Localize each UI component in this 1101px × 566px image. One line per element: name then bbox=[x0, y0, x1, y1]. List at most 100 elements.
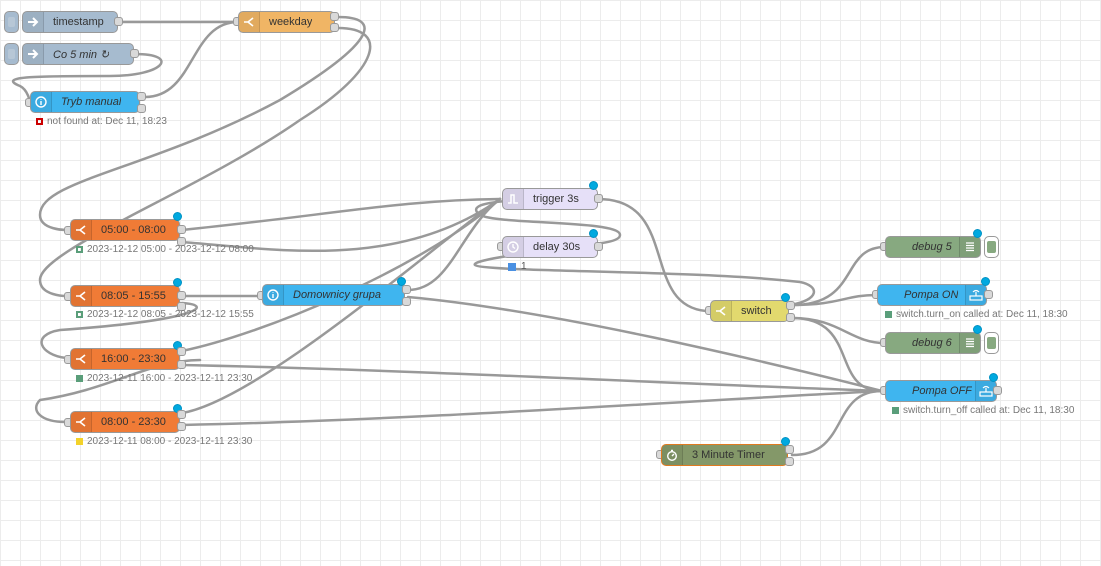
changed-indicator bbox=[397, 277, 406, 286]
info-icon bbox=[31, 92, 52, 112]
switch-icon bbox=[71, 349, 92, 369]
node-label: delay 30s bbox=[533, 241, 581, 253]
wire bbox=[180, 197, 502, 353]
ha-state-node-tryb-manual[interactable]: Tryb manual bbox=[30, 91, 140, 113]
inject-node-timestamp[interactable]: timestamp bbox=[22, 11, 118, 33]
output-port[interactable] bbox=[984, 290, 993, 299]
timer-node[interactable]: 3 Minute Timer bbox=[661, 444, 788, 466]
router-icon bbox=[975, 381, 996, 401]
wire bbox=[180, 363, 884, 393]
debug-toggle-button[interactable] bbox=[984, 332, 999, 354]
stopwatch-icon bbox=[662, 445, 683, 465]
output-port[interactable] bbox=[177, 302, 186, 311]
timer-icon bbox=[503, 237, 524, 257]
output-port[interactable] bbox=[785, 457, 794, 466]
node-status: 2023-12-11 16:00 - 2023-12-11 23:30 bbox=[76, 373, 252, 384]
ha-service-node-pompa-off[interactable]: Pompa OFF bbox=[885, 380, 997, 402]
output-port[interactable] bbox=[786, 301, 795, 310]
status-text: 2023-12-12 08:05 - 2023-12-12 15:55 bbox=[87, 309, 254, 320]
output-port[interactable] bbox=[177, 360, 186, 369]
status-indicator bbox=[76, 311, 83, 318]
node-status: 1 bbox=[508, 261, 527, 272]
switch-icon bbox=[71, 412, 92, 432]
delay-node[interactable]: delay 30s bbox=[502, 236, 598, 258]
node-label: Pompa ON bbox=[904, 289, 959, 301]
arrow-right-icon bbox=[23, 12, 44, 32]
inject-button[interactable] bbox=[4, 11, 19, 33]
output-port[interactable] bbox=[330, 12, 339, 21]
node-status: not found at: Dec 11, 18:23 bbox=[36, 116, 167, 127]
node-label: switch bbox=[741, 305, 772, 317]
output-port[interactable] bbox=[330, 23, 339, 32]
time-range-node[interactable]: 05:00 - 08:00 bbox=[70, 219, 180, 241]
status-indicator bbox=[885, 311, 892, 318]
wire bbox=[406, 197, 502, 292]
output-port[interactable] bbox=[114, 17, 123, 26]
trigger-node[interactable]: trigger 3s bbox=[502, 188, 598, 210]
changed-indicator bbox=[973, 325, 982, 334]
changed-indicator bbox=[781, 293, 790, 302]
switch-icon bbox=[71, 220, 92, 240]
node-label: trigger 3s bbox=[533, 193, 579, 205]
node-label: Domownicy grupa bbox=[293, 289, 382, 301]
output-port[interactable] bbox=[785, 445, 794, 454]
node-status: 2023-12-12 05:00 - 2023-12-12 08:00 bbox=[76, 244, 254, 255]
info-icon bbox=[263, 285, 284, 305]
ha-state-node-domownicy-grupa[interactable]: Domownicy grupa bbox=[262, 284, 405, 306]
output-port[interactable] bbox=[594, 242, 603, 251]
status-indicator bbox=[892, 407, 899, 414]
status-indicator bbox=[36, 118, 43, 125]
node-label: Tryb manual bbox=[61, 96, 122, 108]
output-port[interactable] bbox=[177, 410, 186, 419]
status-text: not found at: Dec 11, 18:23 bbox=[47, 116, 167, 127]
changed-indicator bbox=[589, 229, 598, 238]
output-port[interactable] bbox=[402, 285, 411, 294]
inject-node-co-5-min[interactable]: Co 5 min ↻ bbox=[22, 43, 134, 65]
status-text: 2023-12-11 16:00 - 2023-12-11 23:30 bbox=[87, 373, 253, 384]
node-label: debug 5 bbox=[912, 241, 952, 253]
switch-icon bbox=[71, 286, 92, 306]
debug-node[interactable]: debug 6 bbox=[885, 332, 981, 354]
output-port[interactable] bbox=[130, 49, 139, 58]
changed-indicator bbox=[173, 278, 182, 287]
list-icon bbox=[959, 333, 980, 353]
changed-indicator bbox=[981, 277, 990, 286]
output-port[interactable] bbox=[993, 386, 1002, 395]
wire bbox=[790, 245, 887, 307]
output-port[interactable] bbox=[786, 313, 795, 322]
status-indicator bbox=[508, 262, 516, 271]
wire bbox=[143, 20, 240, 99]
output-port[interactable] bbox=[137, 92, 146, 101]
time-range-node[interactable]: 08:05 - 15:55 bbox=[70, 285, 180, 307]
debug-toggle-button[interactable] bbox=[984, 236, 999, 258]
debug-node[interactable]: debug 5 bbox=[885, 236, 981, 258]
changed-indicator bbox=[589, 181, 598, 190]
output-port[interactable] bbox=[594, 194, 603, 203]
output-port[interactable] bbox=[177, 347, 186, 356]
wire bbox=[790, 293, 878, 307]
ha-service-node-pompa-on[interactable]: Pompa ON bbox=[877, 284, 987, 306]
node-label: Pompa OFF bbox=[912, 385, 972, 397]
switch-node[interactable]: switch bbox=[710, 300, 789, 322]
status-indicator bbox=[76, 246, 83, 253]
wire bbox=[790, 389, 884, 457]
time-range-node[interactable]: 08:00 - 23:30 bbox=[70, 411, 180, 433]
wire bbox=[406, 295, 884, 393]
function-node-weekday[interactable]: weekday bbox=[238, 11, 335, 33]
output-port[interactable] bbox=[402, 297, 411, 306]
status-text: switch.turn_off called at: Dec 11, 18:30 bbox=[903, 405, 1075, 416]
output-port[interactable] bbox=[177, 291, 186, 300]
output-port[interactable] bbox=[177, 237, 186, 246]
output-port[interactable] bbox=[177, 422, 186, 431]
output-port[interactable] bbox=[177, 225, 186, 234]
inject-button[interactable] bbox=[4, 43, 19, 65]
status-text: 2023-12-12 05:00 - 2023-12-12 08:00 bbox=[87, 244, 254, 255]
list-icon bbox=[959, 237, 980, 257]
output-port[interactable] bbox=[137, 104, 146, 113]
node-status: 2023-12-12 08:05 - 2023-12-12 15:55 bbox=[76, 309, 254, 320]
status-text: switch.turn_on called at: Dec 11, 18:30 bbox=[896, 309, 1068, 320]
time-range-node[interactable]: 16:00 - 23:30 bbox=[70, 348, 180, 370]
node-label: 16:00 - 23:30 bbox=[101, 353, 166, 365]
node-label: 08:05 - 15:55 bbox=[101, 290, 166, 302]
